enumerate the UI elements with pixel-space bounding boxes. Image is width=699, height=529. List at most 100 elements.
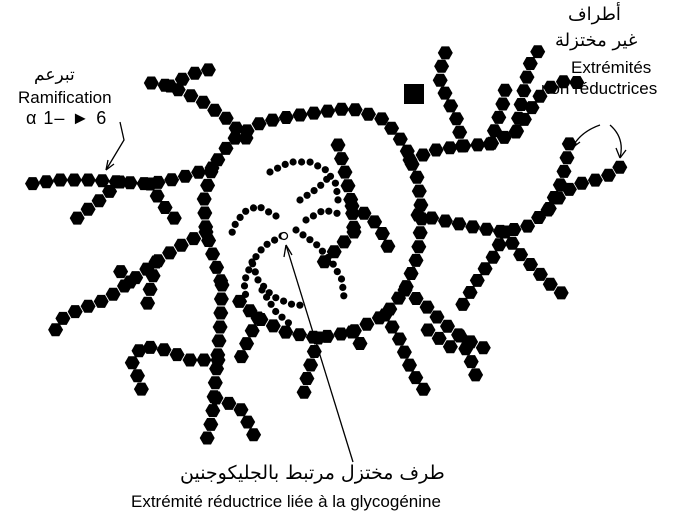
glucose-unit <box>443 141 458 154</box>
glucose-unit <box>392 333 407 346</box>
glucose-unit <box>245 324 260 337</box>
glucose-dot <box>338 275 345 282</box>
glucose-unit <box>234 350 249 363</box>
glucose-unit <box>588 174 603 187</box>
glucose-dot <box>274 165 281 172</box>
glucose-dot <box>288 301 295 308</box>
glucose-unit <box>55 312 70 325</box>
glucose-dot <box>242 274 249 281</box>
glucose-unit <box>440 320 455 333</box>
branch-label-french: Ramification <box>18 88 112 108</box>
glucose-dot-chain <box>229 204 280 236</box>
glucose-dot <box>242 208 249 215</box>
glucose-unit <box>331 139 346 152</box>
glucose-unit <box>337 235 352 248</box>
glucose-unit <box>523 258 538 271</box>
glucose-chain <box>113 265 137 288</box>
glucose-unit <box>601 169 616 182</box>
glucose-unit <box>543 278 558 291</box>
glucose-unit <box>183 354 198 367</box>
glucose-dot <box>285 319 292 326</box>
glucose-unit <box>170 348 185 361</box>
nonreducing-pointer-arc-right <box>610 125 621 158</box>
glucose-dot <box>245 266 252 273</box>
glucose-unit <box>574 177 589 190</box>
glucose-unit <box>150 190 165 203</box>
glucose-dot <box>272 212 279 219</box>
glucose-unit <box>438 215 453 228</box>
glycogenin-core <box>281 233 288 240</box>
glucose-unit <box>357 207 372 220</box>
reducing-end-label-french: Extrémité réductrice liée à la glycogéni… <box>131 492 441 512</box>
glucose-unit <box>413 226 428 239</box>
glucose-unit <box>143 283 158 296</box>
nonreducing-label-french-line1: Extrémités <box>571 58 651 78</box>
glucose-unit <box>200 179 215 192</box>
glucose-unit <box>560 151 575 164</box>
glucose-dot <box>272 308 279 315</box>
branch-bond-label: α 1– ► 6 <box>26 108 107 129</box>
glucose-unit <box>213 321 228 334</box>
glucose-dot <box>314 162 321 169</box>
glucose-dot <box>339 284 346 291</box>
glucose-unit <box>292 328 307 341</box>
glucose-unit <box>81 300 96 313</box>
nonreducing-label-french-line2: non réductrices <box>541 79 657 99</box>
glucose-unit <box>201 63 216 76</box>
glucose-unit <box>432 332 447 345</box>
glucose-unit <box>523 57 538 70</box>
glucose-unit <box>81 203 96 216</box>
glucose-unit <box>252 117 267 130</box>
glucose-unit <box>207 104 222 117</box>
glucose-unit <box>495 98 510 111</box>
glucose-unit <box>479 223 494 236</box>
glucose-unit <box>478 262 493 275</box>
glucose-unit <box>341 179 356 192</box>
branch-pointer-arrowhead <box>106 160 114 170</box>
glucose-unit <box>409 254 424 267</box>
glucose-dot <box>307 159 314 166</box>
glucose-unit <box>48 323 63 336</box>
glucose-dot <box>311 187 318 194</box>
glucose-unit <box>402 359 417 372</box>
glucose-unit <box>554 286 569 299</box>
glucose-unit <box>520 220 535 233</box>
glucose-unit <box>320 105 335 118</box>
glucose-unit <box>134 383 149 396</box>
glucose-unit <box>197 354 212 367</box>
glucose-unit <box>205 404 220 417</box>
glucose-unit <box>476 341 491 354</box>
glucose-unit <box>205 248 220 261</box>
glucose-dot <box>266 168 273 175</box>
glucose-dot <box>272 294 279 301</box>
glucose-unit <box>367 215 382 228</box>
glucose-chain <box>378 309 431 396</box>
glucose-unit <box>470 274 485 287</box>
glucose-unit <box>443 99 458 112</box>
glucose-unit <box>455 298 470 311</box>
glucose-dot <box>258 286 265 293</box>
glucose-unit <box>375 227 390 240</box>
glucose-dot <box>252 268 259 275</box>
glucose-dot <box>298 158 305 165</box>
glucose-unit <box>144 77 159 90</box>
glucose-dot <box>319 248 326 255</box>
glucose-dot <box>332 180 339 187</box>
reducing-end-label-arabic: طرف مختزل مرتبط بالجليكوجنين <box>180 462 445 484</box>
glucose-unit <box>408 371 423 384</box>
glucose-unit <box>212 334 227 347</box>
glucose-chain <box>455 226 512 311</box>
glucose-unit <box>438 46 453 59</box>
glucose-unit <box>409 292 424 305</box>
glucose-dot <box>324 254 331 261</box>
glucose-dot <box>248 258 255 265</box>
glucose-dot <box>271 237 278 244</box>
glucose-unit <box>239 337 254 350</box>
glucose-dot <box>333 210 340 217</box>
glucose-unit <box>164 173 179 186</box>
glucose-dot <box>258 246 265 253</box>
glucose-unit <box>197 193 212 206</box>
glucose-unit <box>208 376 223 389</box>
glucose-unit <box>81 174 96 187</box>
glucose-unit <box>209 261 224 274</box>
